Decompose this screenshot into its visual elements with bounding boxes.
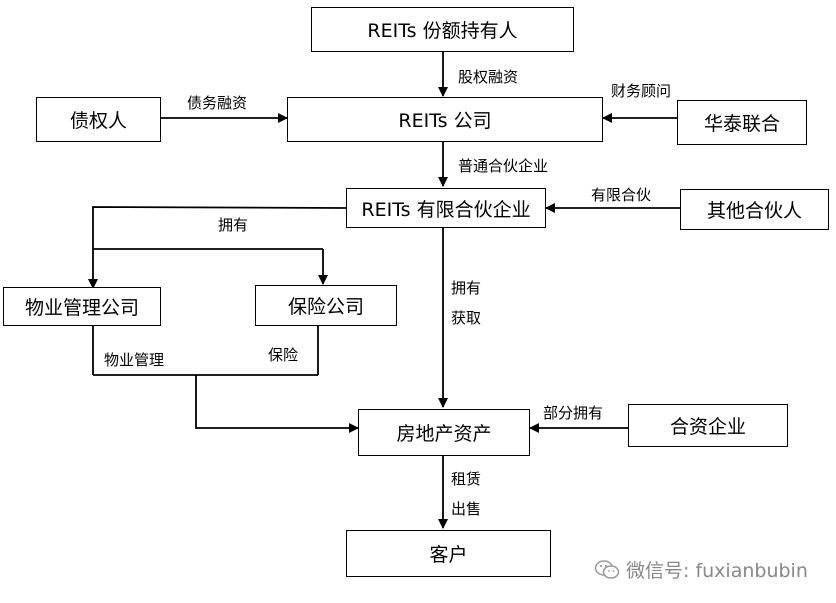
edge-label-acquire: 获取	[451, 309, 482, 327]
node-reits-company-label: REITs 公司	[398, 110, 492, 132]
node-creditor-label: 债权人	[69, 110, 127, 132]
node-reits-holder: REITs 份额持有人	[311, 7, 574, 52]
edge-label-owns-left: 拥有	[218, 216, 249, 234]
node-reits-lp-label: REITs 有限合伙企业	[361, 198, 531, 221]
node-reits-holder-label: REITs 份额持有人	[367, 20, 518, 42]
edge-label-insurance: 保险	[268, 346, 299, 364]
edge-label-sell: 出售	[451, 500, 482, 518]
node-customers-label: 客户	[429, 544, 468, 566]
edge-label-general-partnership: 普通合伙企业	[458, 157, 549, 175]
wechat-icon	[594, 559, 620, 579]
arrow-services-to-realestate	[195, 375, 359, 433]
node-real-estate: 房地产资产	[358, 409, 530, 456]
node-reits-lp: REITs 有限合伙企业	[346, 188, 546, 228]
edge-label-property-management: 物业管理	[104, 351, 165, 369]
node-jv: 合资企业	[628, 404, 788, 447]
node-reits-company: REITs 公司	[287, 97, 603, 142]
node-jv-label: 合资企业	[669, 416, 746, 438]
edge-label-lease: 租赁	[451, 470, 482, 488]
edge-label-partial-ownership: 部分拥有	[543, 404, 604, 422]
node-property-mgmt-co: 物业管理公司	[3, 287, 161, 326]
node-huatai: 华泰联合	[677, 100, 807, 145]
node-customers: 客户	[346, 530, 551, 577]
node-insurance-co: 保险公司	[255, 285, 397, 326]
node-huatai-label: 华泰联合	[703, 113, 780, 135]
node-real-estate-label: 房地产资产	[396, 423, 492, 445]
line-lp-to-left-branch	[88, 206, 347, 289]
watermark-text: 微信号: fuxianbubin	[626, 560, 808, 582]
edge-label-limited-partnership: 有限合伙	[591, 186, 652, 204]
node-insurance-co-label: 保险公司	[287, 296, 364, 318]
edge-label-financial-advisor: 财务顾问	[611, 82, 672, 100]
node-creditor: 债权人	[36, 97, 161, 142]
edge-label-owns: 拥有	[451, 279, 482, 297]
edge-label-equity-financing: 股权融资	[458, 68, 519, 86]
node-other-partners: 其他合伙人	[680, 189, 829, 230]
node-other-partners-label: 其他合伙人	[706, 200, 802, 222]
watermark: 微信号: fuxianbubin	[594, 556, 808, 583]
node-property-mgmt-co-label: 物业管理公司	[24, 297, 139, 319]
edge-label-debt-financing: 债务融资	[187, 94, 248, 112]
